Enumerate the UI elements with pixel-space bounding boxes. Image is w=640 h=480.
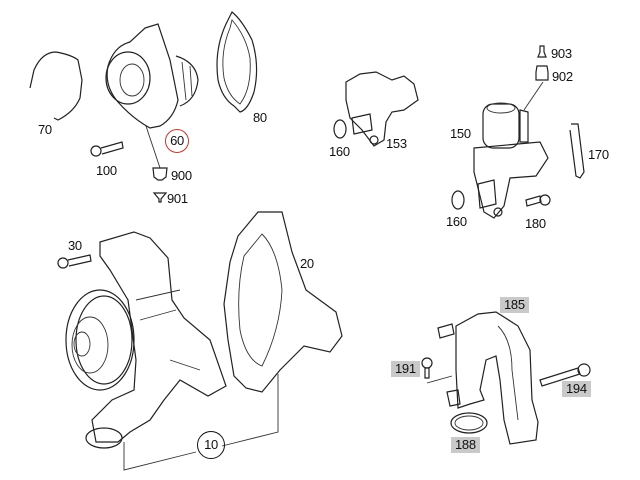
o-ring-160-lower xyxy=(451,190,465,210)
callout-70[interactable]: 70 xyxy=(38,122,52,137)
connector-902-icon xyxy=(535,65,549,81)
thermostat-150 xyxy=(473,102,549,219)
wire-clip-70 xyxy=(29,51,83,121)
callout-30[interactable]: 30 xyxy=(68,238,82,253)
thermostat-153 xyxy=(345,71,419,147)
callout-20[interactable]: 20 xyxy=(300,256,314,271)
callout-170[interactable]: 170 xyxy=(588,147,609,162)
leader-line-900 xyxy=(145,125,161,169)
o-ring-188 xyxy=(450,412,488,434)
water-pump-10 xyxy=(65,231,227,449)
pin-901-icon xyxy=(152,192,168,203)
callout-900[interactable]: 900 xyxy=(171,168,192,183)
callout-160-upper[interactable]: 160 xyxy=(329,144,350,159)
o-ring-160-upper xyxy=(333,119,347,139)
callout-191[interactable]: 191 xyxy=(391,361,420,377)
bolt-194 xyxy=(539,363,591,387)
callout-194[interactable]: 194 xyxy=(562,381,591,397)
clamp xyxy=(446,389,461,407)
clip-170 xyxy=(569,123,585,179)
callout-100[interactable]: 100 xyxy=(96,163,117,178)
callout-188[interactable]: 188 xyxy=(451,437,480,453)
callout-10-assembly[interactable]: 10 xyxy=(197,431,225,459)
connector-900-icon xyxy=(152,167,168,181)
callout-153[interactable]: 153 xyxy=(386,136,407,151)
callout-903[interactable]: 903 xyxy=(551,46,572,61)
callout-902[interactable]: 902 xyxy=(552,69,573,84)
bolt-30 xyxy=(57,254,92,269)
hose-185 xyxy=(437,311,539,445)
gasket-20 xyxy=(223,211,343,393)
bolt-180 xyxy=(525,194,551,207)
bolt-100 xyxy=(90,141,124,157)
callout-60-highlighted[interactable]: 60 xyxy=(165,129,189,153)
callout-160-lower[interactable]: 160 xyxy=(446,214,467,229)
thermostat-housing-60 xyxy=(105,23,199,129)
leader-line-902 xyxy=(523,81,544,111)
callout-80[interactable]: 80 xyxy=(253,110,267,125)
bolt-191 xyxy=(421,357,453,384)
callout-180[interactable]: 180 xyxy=(525,216,546,231)
pin-903-icon xyxy=(537,45,547,58)
assembly-bracket-10 xyxy=(123,374,279,471)
gasket-80 xyxy=(216,11,258,113)
callout-185[interactable]: 185 xyxy=(500,297,529,313)
callout-901[interactable]: 901 xyxy=(167,191,188,206)
callout-150[interactable]: 150 xyxy=(450,126,471,141)
